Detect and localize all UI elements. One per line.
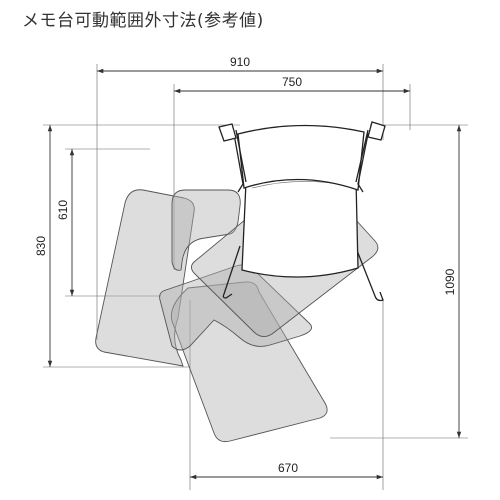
label-830: 830 — [34, 236, 48, 256]
label-670: 670 — [278, 461, 298, 475]
chair-foot-back-right — [367, 121, 386, 141]
label-1090: 1090 — [443, 268, 457, 295]
memo-pad-upper-left — [171, 189, 241, 271]
extension-lines — [43, 64, 468, 490]
chair-top-view — [218, 121, 386, 302]
memo-pad-bottom — [170, 281, 328, 443]
label-610: 610 — [56, 200, 70, 220]
chair-seat — [241, 172, 359, 278]
chair-leg-front-left — [222, 245, 241, 299]
memo-pad-left — [95, 189, 195, 367]
chair-leg-front-right — [355, 247, 384, 302]
diagram-title: メモ台可動範囲外寸法(参考値) — [22, 11, 264, 31]
chair-foot-back-left — [218, 123, 237, 142]
label-750: 750 — [282, 75, 302, 89]
dimension-lines — [47, 68, 462, 480]
label-910: 910 — [230, 55, 250, 69]
